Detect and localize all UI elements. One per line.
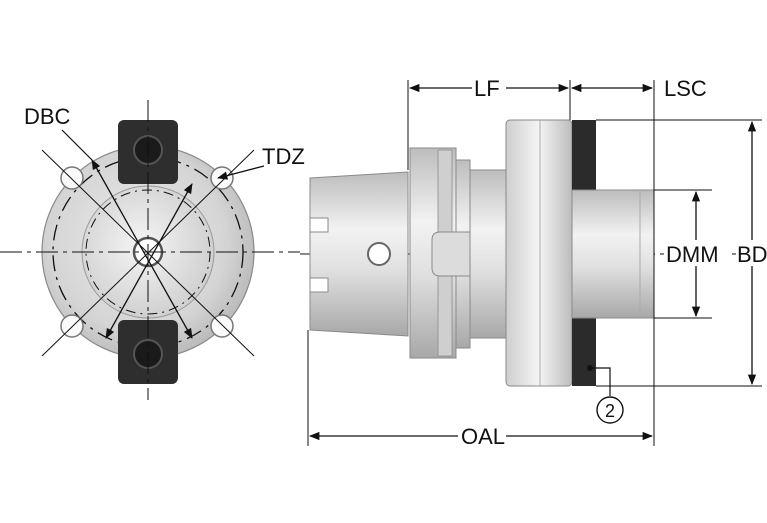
bd-label-bg	[736, 240, 767, 266]
bolt-hole-icon	[210, 314, 234, 338]
callout-number: 2	[605, 401, 615, 421]
drive-key-bottom	[572, 318, 596, 386]
label-oal: OAL	[461, 424, 505, 449]
bolt-hole-icon	[210, 166, 234, 190]
taper-shank	[309, 171, 409, 337]
shank-slot-top	[309, 217, 329, 233]
dmm-label-bg	[664, 240, 728, 266]
inner-dimension	[105, 183, 193, 339]
spigot	[571, 189, 655, 319]
label-bd: BD	[737, 242, 767, 267]
callout-leader	[590, 367, 611, 396]
lf-label-bg	[472, 76, 506, 100]
bolt-hole-icon	[60, 166, 84, 190]
dbc-leader	[61, 129, 93, 161]
callout-circle	[596, 396, 624, 424]
neck	[469, 169, 507, 339]
label-dmm: DMM	[666, 242, 719, 267]
label-lsc: LSC	[664, 76, 707, 101]
drive-key-top	[572, 120, 596, 192]
shank-slot-bottom	[309, 277, 329, 293]
front-view: DBC TDZ	[0, 100, 305, 400]
shank-hole-icon	[367, 242, 391, 266]
oal-label-bg	[458, 424, 506, 448]
label-lf: LF	[474, 76, 500, 101]
label-dbc: DBC	[24, 104, 71, 129]
label-tdz: TDZ	[262, 144, 305, 169]
side-view: LF LSC DMM BD OAL 2	[300, 76, 767, 449]
tdz-leader	[216, 165, 265, 180]
flange-body	[505, 119, 573, 387]
neck-key	[431, 231, 471, 277]
